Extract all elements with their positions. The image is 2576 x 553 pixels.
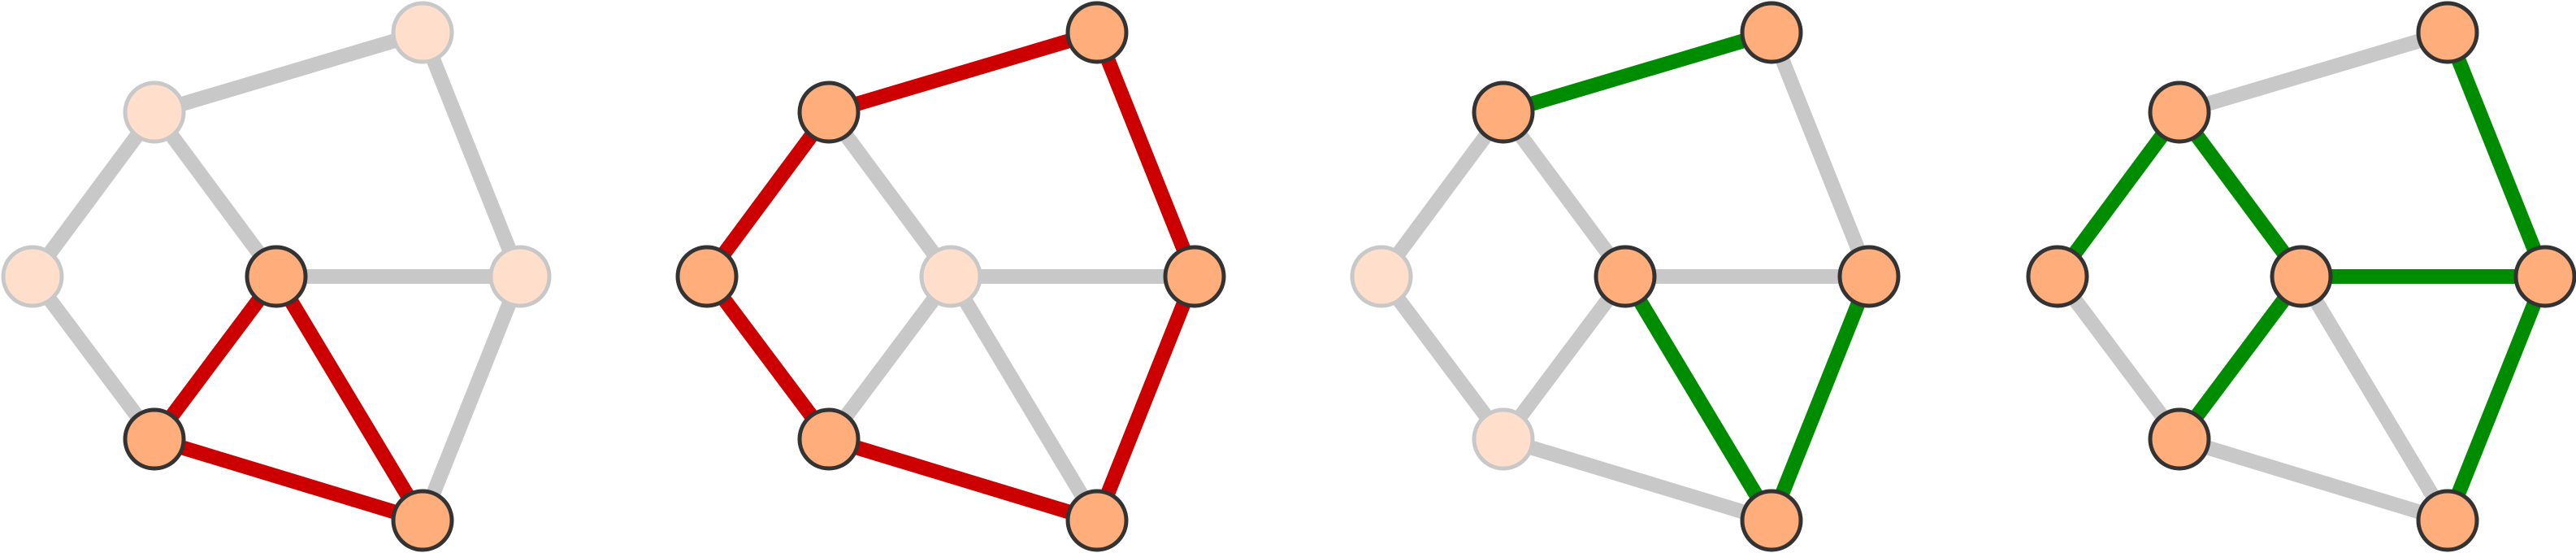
edge-right-to-bottom (415, 273, 527, 524)
node-lower-left (2148, 407, 2211, 471)
edge-upper-left-to-left (1375, 107, 1510, 281)
graph-panel-2 (675, 1, 1226, 552)
highlighted-edge-upper-left-to-top-right (1501, 25, 1774, 120)
edge-upper-left-to-center (822, 107, 957, 281)
node-top-right (1065, 1, 1129, 64)
highlighted-edge-upper-left-to-center (2173, 107, 2308, 281)
node-center (2270, 245, 2333, 308)
node-lower-left (123, 407, 186, 471)
faded-node-lower-left (1472, 407, 1535, 471)
node-left (675, 245, 739, 308)
node-right (2513, 245, 2576, 308)
faded-node-upper-left (123, 81, 186, 144)
highlighted-edge-upper-left-to-top-right (826, 25, 1099, 120)
faded-node-right (488, 245, 552, 308)
highlighted-edge-upper-left-to-left (2051, 107, 2186, 281)
faded-node-left (1350, 245, 1413, 308)
edge-upper-left-to-top-right (2177, 25, 2450, 120)
graph-panel-1 (1, 1, 552, 552)
edge-left-to-lower-left (2051, 272, 2186, 444)
node-bottom (2416, 489, 2479, 552)
node-center (1594, 245, 1657, 308)
highlighted-edge-right-to-bottom (1764, 273, 1876, 524)
highlighted-edge-left-to-lower-left (700, 272, 835, 444)
node-left (2026, 245, 2089, 308)
highlighted-edge-center-to-bottom (1619, 272, 1778, 525)
node-right (1163, 245, 1226, 308)
node-center (245, 245, 308, 308)
node-upper-left (797, 81, 861, 144)
node-upper-left (2148, 81, 2211, 144)
edge-left-to-lower-left (1375, 272, 1510, 444)
node-upper-left (1472, 81, 1535, 144)
edge-center-to-bottom (2295, 272, 2454, 525)
highlighted-edge-right-to-bottom (1090, 273, 1202, 524)
highlighted-edge-center-to-bottom (270, 272, 429, 525)
edge-top-right-to-right (1764, 29, 1876, 280)
node-bottom (391, 489, 454, 552)
edge-lower-left-to-bottom (2177, 432, 2450, 528)
node-bottom (1740, 489, 1803, 552)
edge-left-to-lower-left (26, 272, 161, 444)
highlighted-edge-center-to-lower-left (2173, 272, 2308, 444)
node-lower-left (797, 407, 861, 471)
node-top-right (2416, 1, 2479, 64)
node-top-right (1740, 1, 1803, 64)
highlighted-edge-top-right-to-right (1090, 29, 1202, 280)
edge-top-right-to-right (415, 29, 527, 280)
edge-lower-left-to-bottom (1501, 432, 1774, 528)
edge-upper-left-to-center (1497, 107, 1632, 281)
edge-center-to-lower-left (822, 272, 957, 444)
faded-node-left (1, 245, 64, 308)
node-bottom (1065, 489, 1129, 552)
edge-upper-left-to-center (148, 107, 283, 281)
edge-center-to-lower-left (1497, 272, 1632, 444)
highlighted-edge-right-to-bottom (2440, 273, 2552, 524)
faded-node-center (919, 245, 982, 308)
highlighted-edge-center-to-lower-left (148, 272, 283, 444)
highlighted-edge-upper-left-to-left (700, 107, 835, 281)
edge-upper-left-to-left (26, 107, 161, 281)
graph-panel-3 (1350, 1, 1901, 552)
highlighted-edge-top-right-to-right (2440, 29, 2552, 280)
faded-node-top-right (391, 1, 454, 64)
node-right (1837, 245, 1901, 308)
graph-panel-4 (2026, 1, 2576, 552)
edge-upper-left-to-top-right (152, 25, 425, 120)
highlighted-edge-lower-left-to-bottom (826, 432, 1099, 528)
highlighted-edge-lower-left-to-bottom (152, 432, 425, 528)
edge-center-to-bottom (944, 272, 1104, 525)
